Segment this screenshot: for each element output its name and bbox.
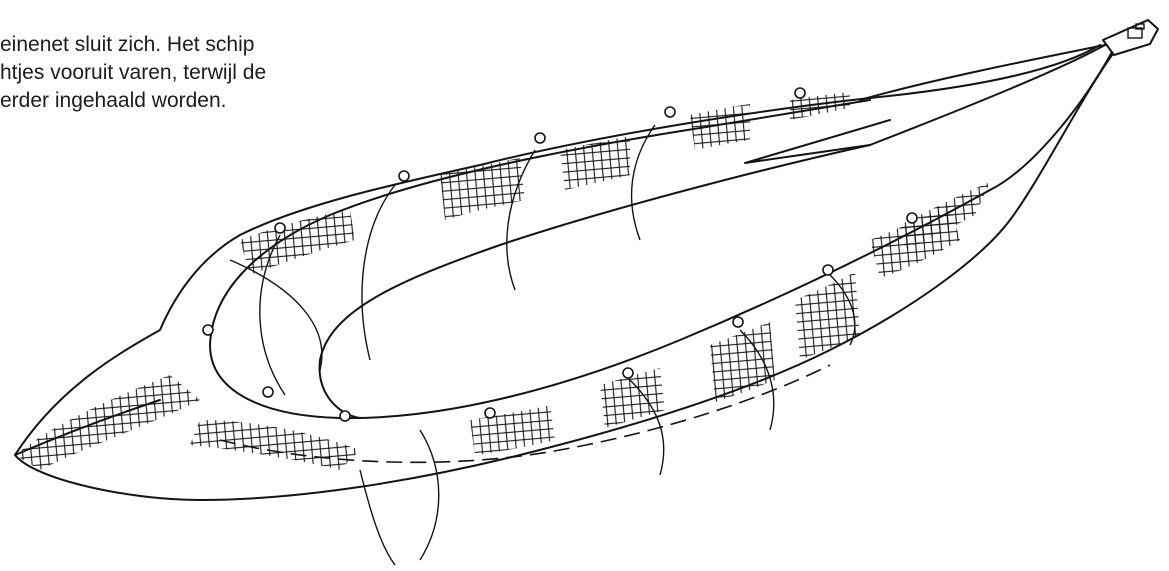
net-outline [15,45,1112,500]
float-markers [203,88,917,421]
ship-icon [1103,20,1158,55]
